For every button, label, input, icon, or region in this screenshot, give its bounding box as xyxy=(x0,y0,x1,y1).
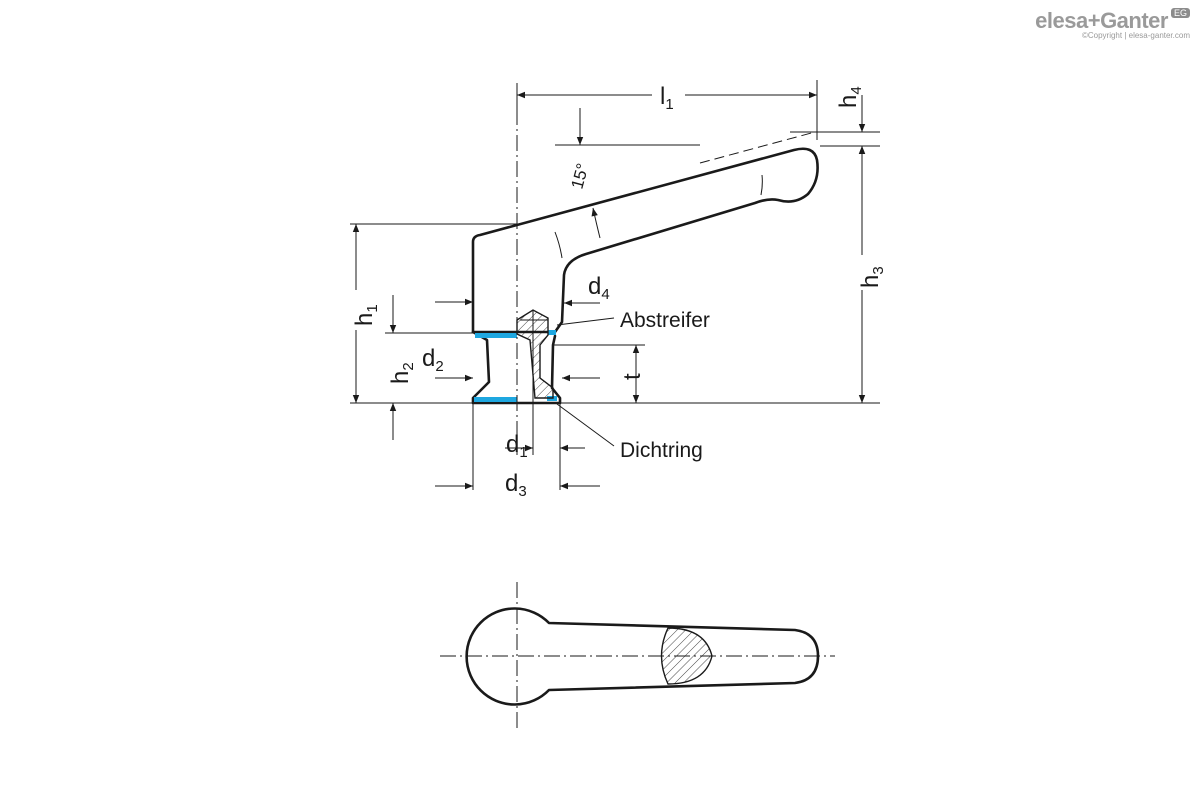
dim-d1: d1 xyxy=(506,431,528,461)
insert-section xyxy=(516,309,554,399)
dim-h4: h4 xyxy=(835,86,865,108)
callout-wiper: Abstreifer xyxy=(620,309,710,332)
dim-h2: h2 xyxy=(387,362,417,384)
dim-h1: h1 xyxy=(351,304,381,326)
logo-badge: EG xyxy=(1170,8,1190,18)
dim-d3: d3 xyxy=(505,470,527,500)
dim-h3: h3 xyxy=(857,266,887,288)
callout-seal: Dichtring xyxy=(620,439,703,462)
logo-text: elesa+Ganter xyxy=(1035,8,1168,33)
sealing-ring xyxy=(474,397,517,402)
dim-l1: l1 xyxy=(660,83,674,113)
lever-outline xyxy=(471,147,819,334)
wiper-seal xyxy=(475,333,517,338)
dim-d2: d2 xyxy=(422,345,444,375)
dim-t: t xyxy=(619,373,646,380)
top-view xyxy=(440,582,835,732)
logo-copyright: ©Copyright | elesa-ganter.com xyxy=(1081,31,1190,40)
dim-angle: 15° xyxy=(568,161,593,191)
side-view xyxy=(350,80,880,490)
dim-d4: d4 xyxy=(588,273,610,303)
